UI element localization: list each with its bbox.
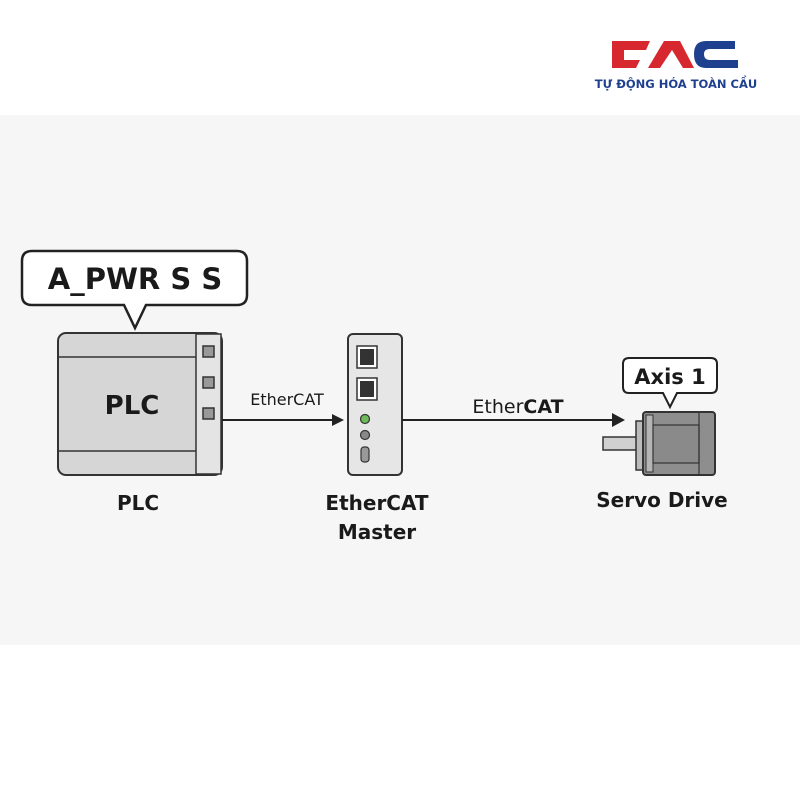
gac-logo: TỰ ĐỘNG HÓA TOÀN CẦU — [595, 41, 757, 91]
plc-indicator — [202, 345, 215, 358]
servo-caption: Servo Drive — [596, 488, 728, 512]
master-caption-line1: EtherCAT — [325, 491, 428, 515]
link-1-label: EtherCAT — [250, 390, 324, 409]
axis-callout: Axis 1 — [622, 357, 718, 410]
plc-caption: PLC — [117, 491, 159, 515]
plc-callout: A_PWR S S — [20, 249, 249, 331]
status-led-green — [359, 413, 371, 425]
axis-callout-text: Axis 1 — [634, 365, 705, 389]
status-led — [359, 429, 371, 441]
arrowhead-icon — [612, 413, 625, 427]
logo-tagline: TỰ ĐỘNG HÓA TOÀN CẦU — [595, 74, 757, 91]
ethercat-link-1: EtherCAT — [222, 390, 344, 426]
arrowhead-icon — [332, 414, 344, 426]
plc-indicator — [202, 376, 215, 389]
servo-motor-icon — [602, 411, 716, 476]
usb-port-icon — [360, 446, 370, 463]
plc-device: PLC — [57, 332, 223, 476]
ethercat-link-2: EtherCAT — [402, 396, 625, 427]
link-2-label: EtherCAT — [472, 396, 563, 418]
plc-indicator — [202, 407, 215, 420]
plc-callout-text: A_PWR S S — [48, 262, 222, 296]
plc-face-label: PLC — [105, 391, 160, 421]
master-caption-line2: Master — [338, 520, 416, 544]
ethercat-master-device — [347, 333, 403, 476]
